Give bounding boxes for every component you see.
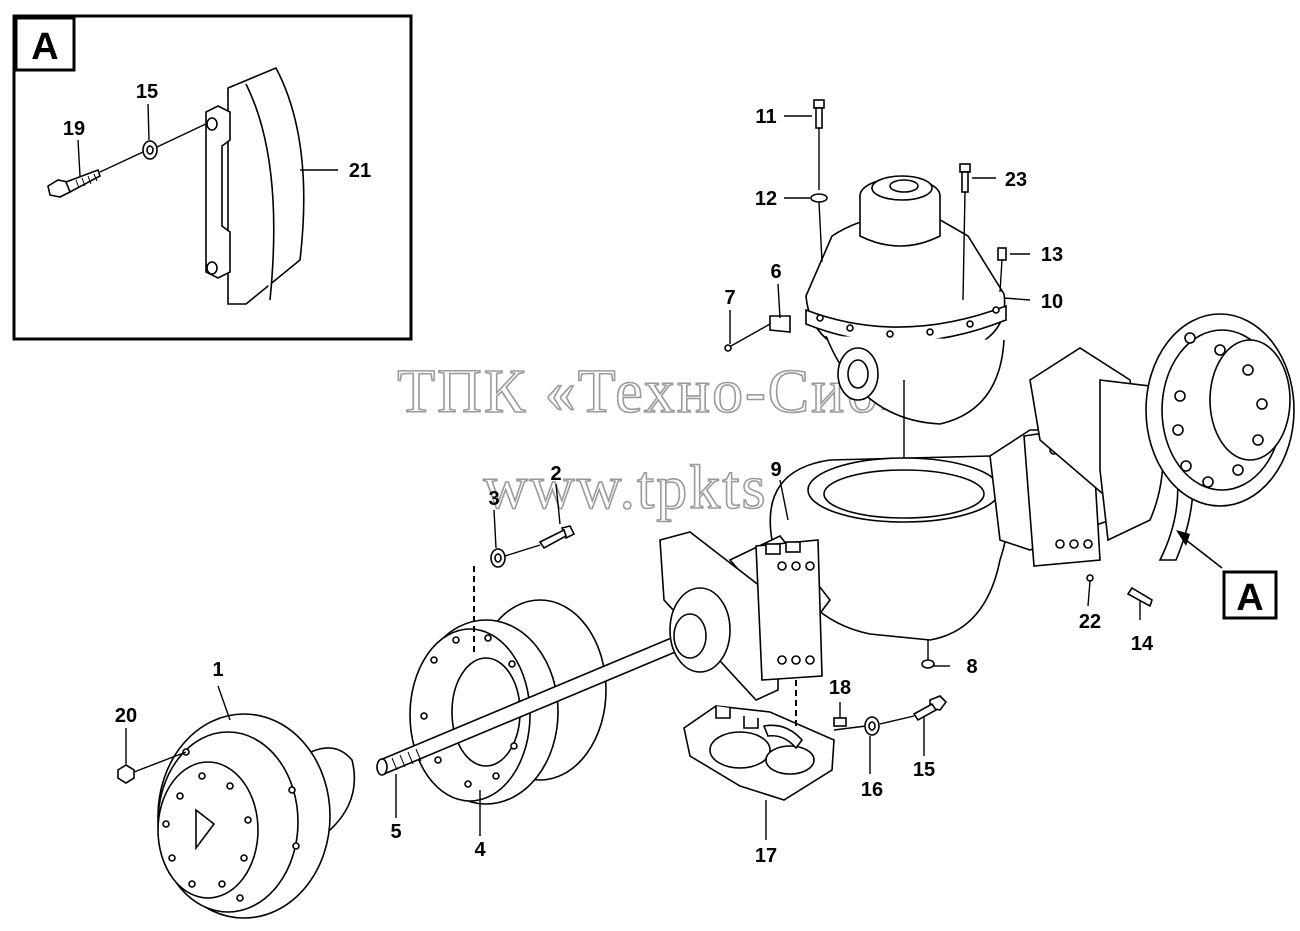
callout-16: 16 [861, 779, 883, 801]
callouts: 1 2 3 4 5 6 7 8 9 10 11 12 13 14 15 15 1… [63, 81, 1154, 867]
view-ref-box [1222, 570, 1278, 620]
callout-13: 13 [1041, 244, 1063, 266]
callout-6: 6 [770, 261, 781, 283]
view-reference-a: A [1176, 530, 1278, 620]
callout-18: 18 [829, 677, 851, 699]
bolt-15-main [879, 695, 948, 725]
callout-5: 5 [390, 821, 401, 843]
callout-1: 1 [212, 659, 223, 681]
callout-3: 3 [488, 488, 499, 510]
callout-14: 14 [1131, 633, 1154, 655]
inset-shield [205, 66, 305, 305]
inset-label: A [31, 26, 58, 68]
callout-8: 8 [966, 656, 977, 678]
watermark-company: ТПК «Техно-Сиб» [397, 358, 913, 426]
callout-2: 2 [550, 463, 561, 485]
carrier-bolt-11 [810, 99, 828, 263]
callout-20: 20 [115, 705, 137, 727]
view-ref-label: A [1236, 577, 1263, 619]
right-wheel-end [1029, 313, 1295, 620]
callout-15-inset: 15 [136, 81, 158, 103]
callout-12: 12 [755, 188, 777, 210]
carrier-plug-13 [997, 247, 1007, 293]
inset-washer [142, 140, 158, 160]
callout-9: 9 [770, 459, 781, 481]
inset-detail-a: A [12, 14, 413, 341]
differential-carrier [805, 175, 1007, 460]
carrier-bolt-23 [959, 163, 971, 301]
washer-16 [864, 716, 880, 736]
nut-20 [117, 751, 187, 784]
brake-caliper-17 [683, 705, 835, 801]
inset-bolt [47, 168, 101, 198]
shaft-coupling [669, 587, 731, 673]
callout-22: 22 [1079, 611, 1101, 633]
bolt-2 [504, 525, 576, 557]
bolt-18 [833, 702, 867, 731]
leader-lines [125, 115, 1031, 840]
callout-7: 7 [724, 287, 735, 309]
brake-disc-4 [409, 599, 607, 805]
plate-6 [769, 315, 791, 333]
callout-10: 10 [1041, 291, 1063, 313]
wheel-hub-1 [157, 713, 356, 919]
callout-19: 19 [63, 118, 85, 140]
callout-23: 23 [1005, 169, 1027, 191]
callout-15-main: 15 [913, 759, 935, 781]
callout-17: 17 [755, 845, 777, 867]
washer-3 [490, 548, 506, 568]
callout-11: 11 [755, 106, 776, 128]
screw-7 [724, 323, 771, 352]
callout-4: 4 [474, 839, 486, 861]
callout-21: 21 [349, 160, 371, 182]
inset-label-box [14, 16, 76, 72]
